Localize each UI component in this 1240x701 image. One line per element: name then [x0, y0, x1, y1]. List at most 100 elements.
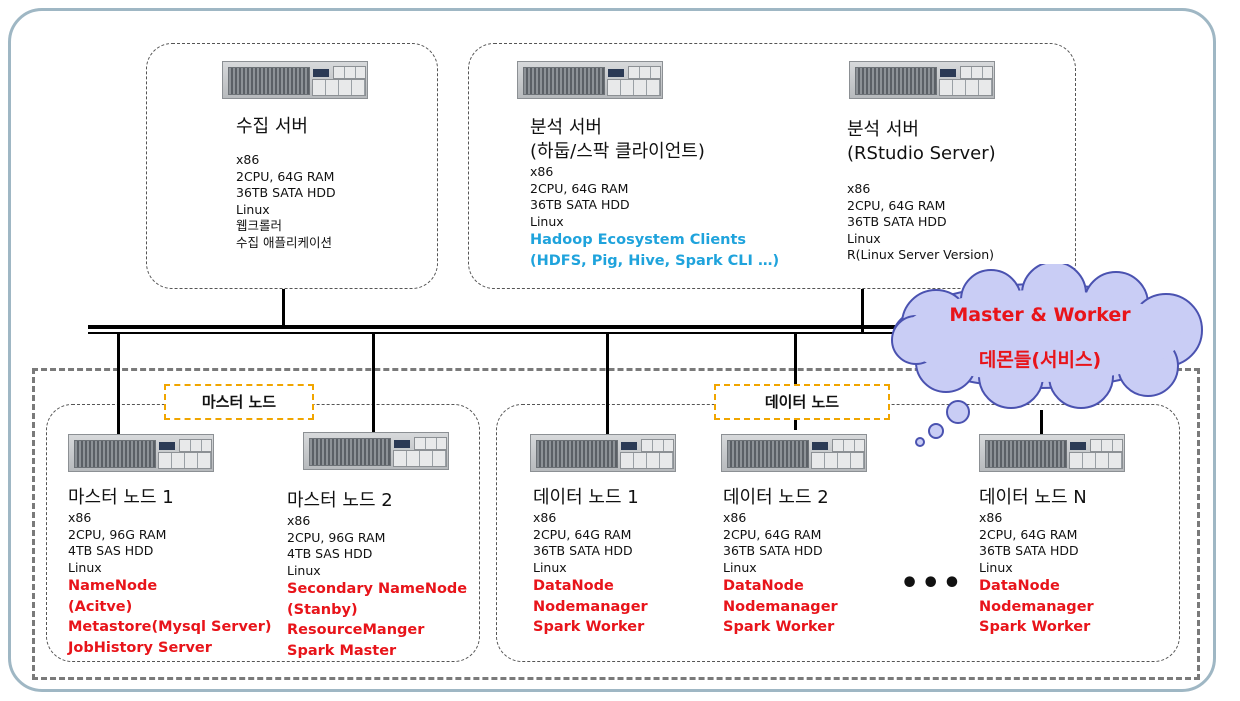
service-line: Nodemanager [979, 598, 1094, 615]
service-line: (Stanby) [287, 601, 358, 618]
connector-data2 [794, 332, 797, 430]
node-title: 데이터 노드 N [979, 487, 1087, 508]
spec-line: x86 [723, 510, 747, 525]
spec-line: Linux [68, 559, 102, 575]
server-icon-collect [222, 61, 368, 99]
network-bus [88, 325, 968, 329]
hadoop-client-server: 분석 서버 (하둡/스팍 클라이언트) x86 2CPU, 64G RAM 36… [530, 116, 779, 271]
service-line: Spark Worker [979, 619, 1091, 635]
spec-line: 2CPU, 64G RAM [236, 168, 335, 184]
node-title: 데이터 노드 1 [533, 487, 639, 508]
service-line: ResourceManger [287, 622, 425, 638]
service-line: Spark Worker [533, 619, 645, 635]
spec-line: x86 [847, 181, 871, 196]
spec-line: 2CPU, 64G RAM [530, 180, 629, 196]
thought-cloud [891, 264, 1203, 447]
spec-line: Linux [287, 562, 321, 578]
spec-line: 36TB SATA HDD [236, 185, 336, 200]
server-icon-hadoop-client [517, 61, 663, 99]
service-line: Hadoop Ecosystem Clients [530, 232, 747, 248]
master-node-2: 마스터 노드 2 x86 2CPU, 96G RAM 4TB SAS HDD L… [287, 489, 467, 661]
server-icon-rstudio [849, 61, 995, 99]
service-line: Spark Master [287, 642, 397, 659]
spec-line: 36TB SATA HDD [723, 543, 823, 558]
analysis-server-box [468, 43, 1076, 289]
spec-line: 36TB SATA HDD [530, 197, 630, 212]
connector-master2 [372, 332, 375, 432]
rstudio-specs: x86 2CPU, 64G RAM 36TB SATA HDD Linux R(… [847, 181, 994, 264]
service-line: Secondary NameNode [287, 581, 468, 597]
service-line: Nodemanager [723, 598, 838, 615]
collect-server-title: 수집 서버 [236, 116, 308, 137]
service-line: DataNode [533, 578, 614, 594]
data-node-2: 데이터 노드 2 x86 2CPU, 64G RAM 36TB SATA HDD… [723, 486, 838, 638]
diagram-frame [8, 8, 1216, 692]
spec-line: 2CPU, 96G RAM [287, 529, 386, 545]
node-title: 마스터 노드 1 [68, 487, 174, 508]
cloud-line-2: 데몬들(서비스) [978, 349, 1102, 371]
spec-line: Linux [533, 559, 567, 575]
spec-line: x86 [533, 510, 557, 525]
service-line: Spark Worker [723, 619, 835, 635]
spec-line: 36TB SATA HDD [979, 543, 1079, 558]
collect-server-specs: x86 2CPU, 64G RAM 36TB SATA HDD Linux 웹크… [236, 152, 336, 251]
spec-line: 2CPU, 64G RAM [847, 197, 946, 213]
server-icon-data1 [530, 434, 676, 472]
cloud-line-1: Master & Worker [949, 304, 1131, 326]
cluster-box [32, 368, 1200, 680]
service-line: Nodemanager [533, 598, 648, 615]
spec-line: 36TB SATA HDD [847, 214, 947, 229]
spec-line: Linux [236, 201, 270, 217]
spec-line: 수집 애플리케이션 [236, 234, 332, 250]
server-icon-master1 [68, 434, 214, 472]
server-icon-dataN [979, 434, 1125, 472]
service-line: Metastore(Mysql Server) [68, 619, 272, 635]
service-line: (Acitve) [68, 598, 133, 615]
node-title: 마스터 노드 2 [287, 490, 393, 511]
spec-line: 2CPU, 64G RAM [979, 526, 1078, 542]
spec-line: Linux [847, 230, 881, 246]
hadoop-client-subtitle: (하둡/스팍 클라이언트) [530, 141, 705, 162]
more-nodes-ellipsis: ••• [900, 566, 964, 601]
spec-line: x86 [236, 152, 260, 167]
spec-line: Linux [530, 213, 564, 229]
server-icon-data2 [721, 434, 867, 472]
connector-master1 [117, 332, 120, 434]
rstudio-server: 분석 서버 (RStudio Server) [847, 118, 996, 166]
spec-line: 36TB SATA HDD [533, 543, 633, 558]
spec-line: 2CPU, 96G RAM [68, 526, 167, 542]
spec-line: x86 [979, 510, 1003, 525]
node-title: 데이터 노드 2 [723, 487, 829, 508]
data-node-n: 데이터 노드 N x86 2CPU, 64G RAM 36TB SATA HDD… [979, 486, 1094, 638]
rstudio-title: 분석 서버 [847, 119, 919, 140]
spec-line: Linux [979, 559, 1013, 575]
spec-line: 4TB SAS HDD [287, 546, 373, 561]
server-icon-master2 [303, 432, 449, 470]
service-line: DataNode [723, 578, 804, 594]
service-line: DataNode [979, 578, 1060, 594]
connector-data1 [606, 332, 609, 434]
connector-collect [282, 289, 285, 327]
service-line: (HDFS, Pig, Hive, Spark CLI …) [530, 252, 780, 269]
spec-line: 4TB SAS HDD [68, 543, 154, 558]
hadoop-client-title: 분석 서버 [530, 117, 602, 138]
data-node-1: 데이터 노드 1 x86 2CPU, 64G RAM 36TB SATA HDD… [533, 486, 648, 638]
spec-line: Linux [723, 559, 757, 575]
connector-dataN [1040, 410, 1043, 434]
collect-server-box [146, 43, 438, 289]
spec-line: x86 [530, 164, 554, 179]
spec-line: 2CPU, 64G RAM [723, 526, 822, 542]
rstudio-subtitle: (RStudio Server) [847, 143, 996, 164]
data-group-tag: 데이터 노드 [714, 384, 890, 420]
service-line: JobHistory Server [68, 639, 212, 656]
master-group-tag: 마스터 노드 [164, 384, 314, 420]
connector-rstudio [861, 289, 864, 333]
spec-line: 웹크롤러 [236, 218, 283, 233]
spec-line: x86 [287, 513, 311, 528]
master-node-1: 마스터 노드 1 x86 2CPU, 96G RAM 4TB SAS HDD L… [68, 486, 272, 658]
spec-line: R(Linux Server Version) [847, 247, 995, 262]
network-bus-lower [88, 332, 968, 334]
spec-line: 2CPU, 64G RAM [533, 526, 632, 542]
spec-line: x86 [68, 510, 92, 525]
service-line: NameNode [68, 578, 158, 594]
